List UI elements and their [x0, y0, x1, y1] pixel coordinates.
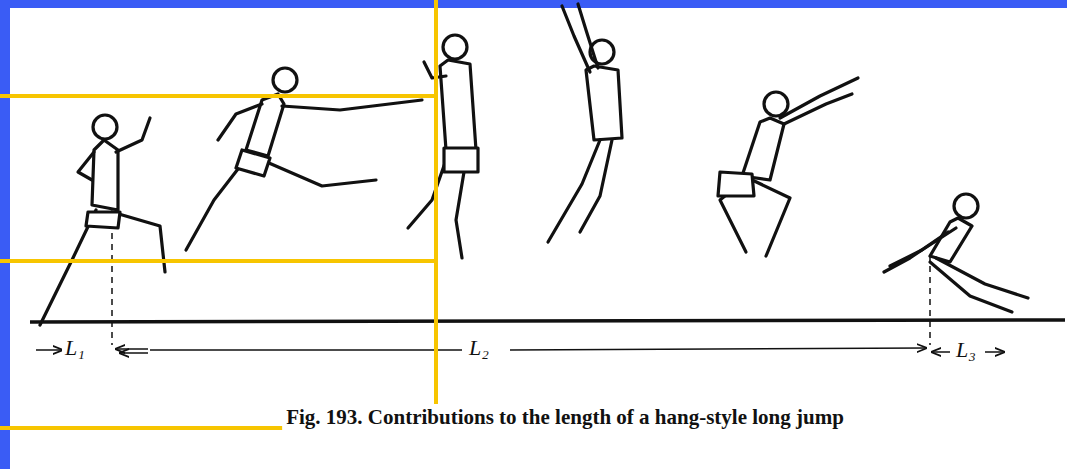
dimension-arrow — [116, 348, 148, 350]
jumper-figure — [408, 35, 478, 258]
dimension-arrow — [36, 349, 62, 351]
page-ground — [10, 8, 1067, 469]
ground-line — [30, 320, 1065, 322]
figure-caption: Fig. 193. Contributions to the length of… — [282, 404, 848, 431]
dimension-line — [150, 349, 462, 351]
dimension-label: L₂ — [466, 336, 492, 360]
dimension-label: L₃ — [953, 338, 979, 362]
yellow-overlay-lines — [0, 0, 436, 430]
jumper-figure — [718, 78, 858, 256]
dimension-arrow — [932, 351, 950, 353]
dimension-label: L₁ — [62, 336, 88, 360]
dimension-arrow — [120, 352, 148, 354]
dimension-arrow — [510, 348, 926, 350]
dashed-marker — [929, 255, 931, 345]
dimension-arrow — [985, 351, 1004, 353]
jumper-figure — [548, 4, 622, 242]
jumper-figures — [40, 4, 1028, 325]
jumper-figure — [884, 194, 1028, 312]
jumper-figure — [40, 115, 165, 325]
